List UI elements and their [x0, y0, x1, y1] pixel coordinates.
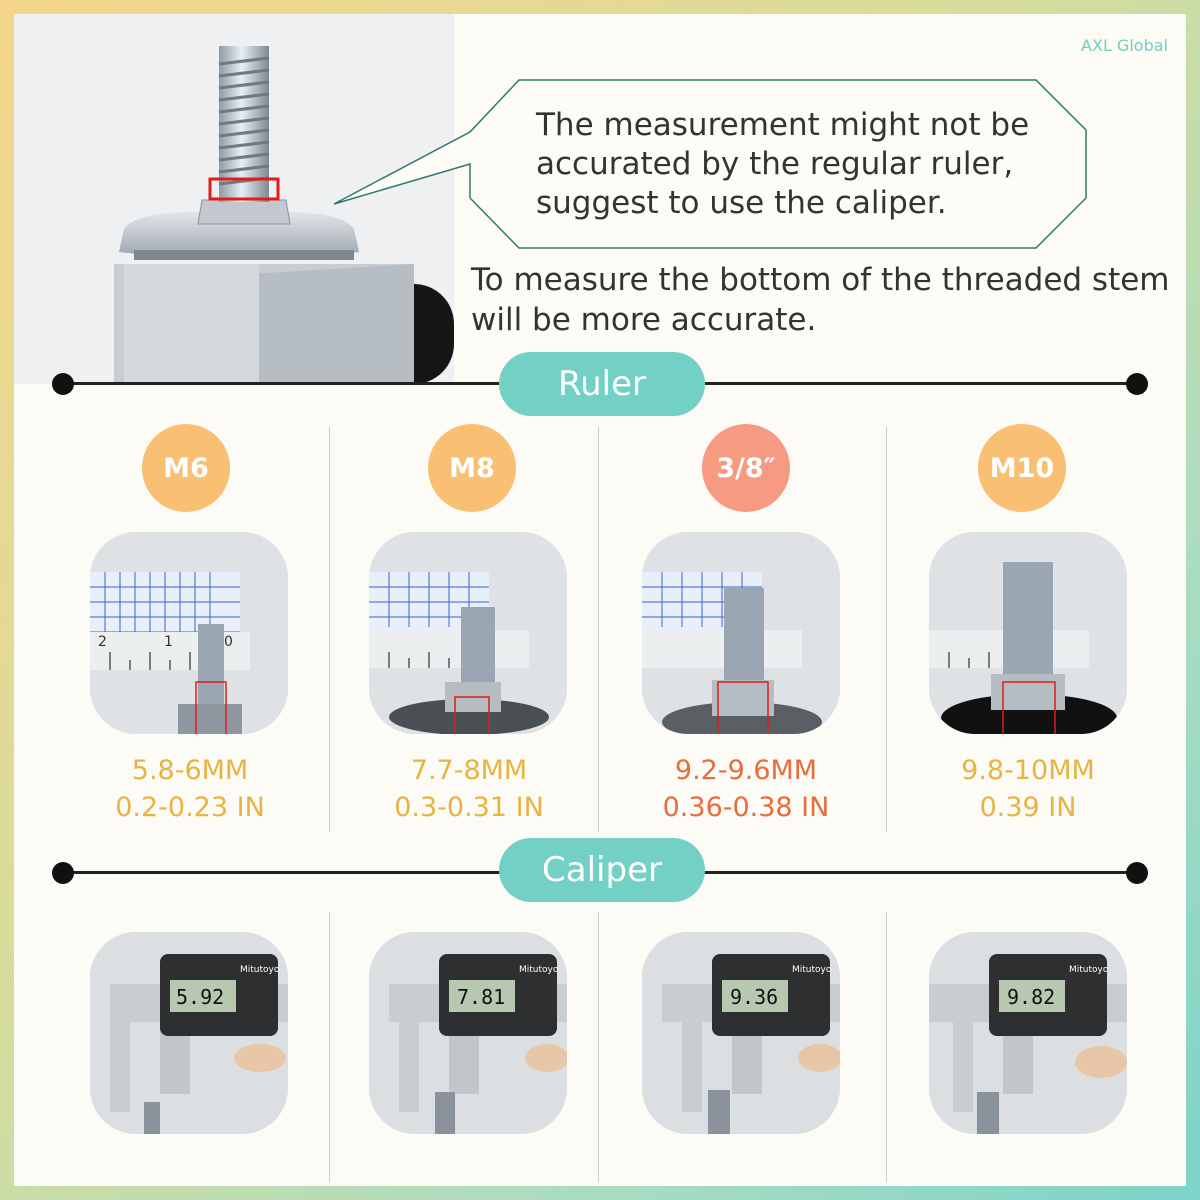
brand-label: AXL Global [1081, 36, 1168, 55]
measurement-inch: 0.2-0.23 IN [115, 792, 265, 823]
column-divider [886, 427, 887, 832]
ruler-tick-label: 0 [224, 634, 233, 650]
column-divider [598, 427, 599, 832]
size-badge-m10: M10 [978, 424, 1066, 512]
caliper-reading: 9.36 [730, 985, 778, 1009]
measurement-m8: 7.7-8MM 0.3-0.31 IN [334, 752, 604, 826]
measurement-inch: 0.39 IN [979, 792, 1077, 823]
column-divider [329, 427, 330, 832]
divider-dot [52, 862, 74, 884]
size-badge-m8: M8 [428, 424, 516, 512]
size-badge-3-8-inch: 3/8″ [702, 424, 790, 512]
caliper-reading: 9.82 [1007, 985, 1055, 1009]
ruler-section-pill: Ruler [499, 352, 705, 416]
column-divider [886, 912, 887, 1182]
measurement-note: To measure the bottom of the threaded st… [471, 260, 1171, 340]
caliper-photo-m6: 5.92 Mitutoyo [90, 932, 288, 1134]
measurement-m10: 9.8-10MM 0.39 IN [893, 752, 1163, 826]
caliper-brand: Mitutoyo [792, 965, 832, 975]
callout-bubble [333, 79, 1087, 249]
divider-dot [52, 373, 74, 395]
caliper-section-pill: Caliper [499, 838, 705, 902]
ruler-photo-m6: 2 1 0 [90, 532, 288, 734]
column-divider [329, 912, 330, 1182]
ruler-tick-label: 1 [164, 634, 173, 650]
callout-text: The measurement might not be accurated b… [536, 106, 1076, 223]
measurement-3-8-inch: 9.2-9.6MM 0.36-0.38 IN [611, 752, 881, 826]
caliper-photo-m10: 9.82 Mitutoyo [929, 932, 1127, 1134]
measurement-mm: 9.8-10MM [961, 755, 1095, 786]
caster-stem-illustration [14, 14, 454, 384]
measurement-mm: 7.7-8MM [410, 755, 528, 786]
ruler-photo-3-8-inch [642, 532, 840, 734]
measurement-mm: 9.2-9.6MM [674, 755, 818, 786]
size-badge-m6: M6 [142, 424, 230, 512]
ruler-photo-m10 [929, 532, 1127, 734]
callout-line: suggest to use the caliper. [536, 185, 947, 221]
callout-line: The measurement might not be [536, 107, 1030, 143]
note-line: To measure the bottom of the threaded st… [471, 262, 1170, 298]
caliper-brand: Mitutoyo [1069, 965, 1109, 975]
infographic-frame: AXL Global [14, 14, 1186, 1186]
measurement-m6: 5.8-6MM 0.2-0.23 IN [55, 752, 325, 826]
divider-dot [1126, 373, 1148, 395]
caliper-photo-3-8-inch: 9.36 Mitutoyo [642, 932, 840, 1134]
caliper-photo-m8: 7.81 Mitutoyo [369, 932, 567, 1134]
caliper-brand: Mitutoyo [240, 965, 280, 975]
caliper-brand: Mitutoyo [519, 965, 559, 975]
ruler-tick-label: 2 [98, 634, 107, 650]
ruler-photo-m8 [369, 532, 567, 734]
column-divider [598, 912, 599, 1182]
caliper-reading: 5.92 [176, 985, 224, 1009]
measurement-inch: 0.36-0.38 IN [662, 792, 830, 823]
measurement-mm: 5.8-6MM [131, 755, 249, 786]
callout-line: accurated by the regular ruler, [536, 146, 1014, 182]
note-line: will be more accurate. [471, 302, 817, 338]
measurement-inch: 0.3-0.31 IN [394, 792, 544, 823]
divider-dot [1126, 862, 1148, 884]
caliper-reading: 7.81 [457, 985, 505, 1009]
